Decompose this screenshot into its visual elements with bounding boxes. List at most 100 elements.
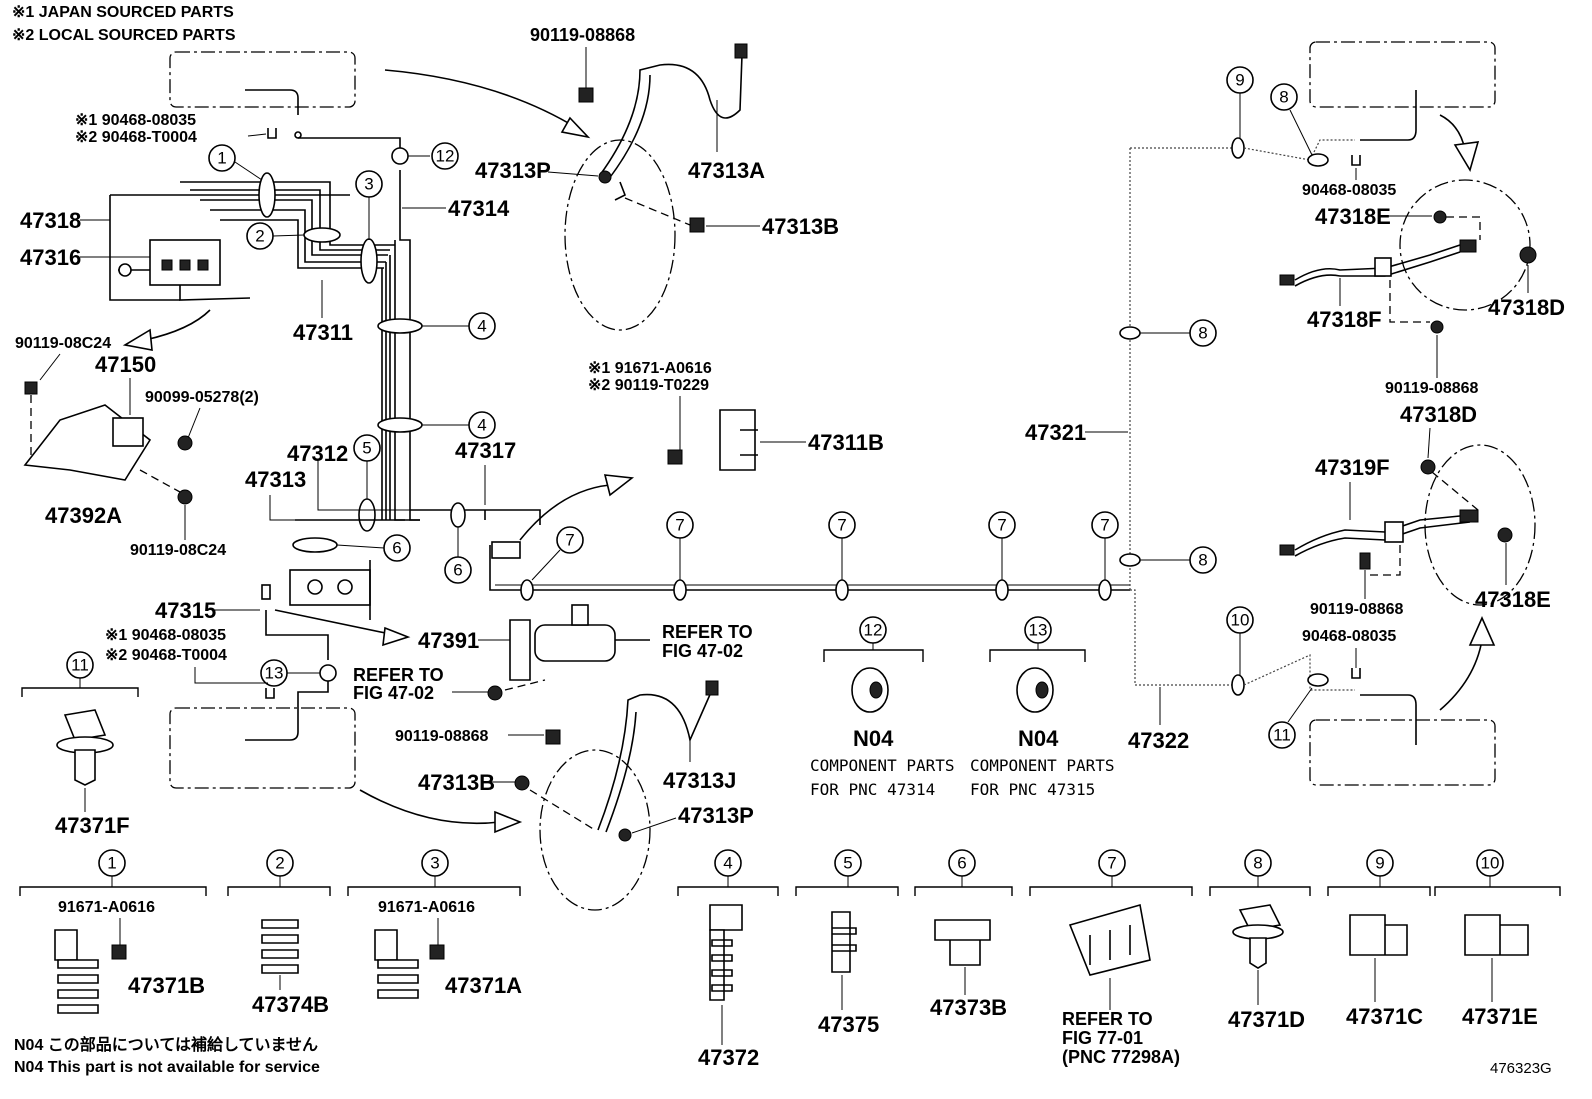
callout-5-legend: 5 (834, 849, 862, 877)
clamp-8c (1307, 153, 1329, 167)
clamp-11 (1307, 673, 1329, 687)
callout-13-n04: 13 (1024, 616, 1052, 644)
label-47371C: 47371C (1346, 1004, 1423, 1029)
label-47371E: 47371E (1462, 1004, 1538, 1029)
refer-47-02-a-line1: REFER TO (662, 622, 753, 642)
svg-text:2: 2 (275, 854, 284, 873)
label-component-b2: FOR PNC 47315 (970, 780, 1095, 799)
svg-text:7: 7 (997, 516, 1006, 535)
label-47318F: 47318F (1307, 307, 1382, 332)
label-47322: 47322 (1128, 728, 1189, 753)
svg-text:10: 10 (1481, 854, 1500, 873)
dash-to-bolt (624, 197, 691, 226)
main-line (489, 545, 1130, 591)
nut-47318E (1433, 210, 1447, 224)
callout-4-legend: 4 (714, 849, 742, 877)
svg-text:6: 6 (957, 854, 966, 873)
label-47374B: 47374B (252, 992, 329, 1017)
clamp-7d (995, 579, 1009, 601)
svg-text:7: 7 (1107, 854, 1116, 873)
frame-47318 (109, 194, 350, 301)
svg-text:7: 7 (1100, 516, 1109, 535)
clip-90468-r2 (1351, 668, 1361, 679)
figure-id: 476323G (1490, 1060, 1552, 1077)
clip-47315 (261, 584, 271, 600)
note-n04-jp: N04 この部品については補給していません (14, 1035, 318, 1054)
detail-circle-bottom (539, 749, 651, 911)
nut-47313P-bot (618, 828, 632, 842)
callout-7e: 7 (1091, 511, 1119, 539)
label-47372: 47372 (698, 1045, 759, 1070)
bolt-90119-08C24-b (177, 489, 193, 505)
callout-7c: 7 (828, 511, 856, 539)
arrow-to-hose-bottom (494, 810, 523, 834)
callout-6b: 6 (444, 556, 472, 584)
clamp-4a (377, 318, 423, 334)
refer-77-01-line3: (PNC 77298A) (1062, 1047, 1180, 1067)
clip-90468 (267, 128, 277, 139)
callout-6a: 6 (383, 534, 411, 562)
label-47375: 47375 (818, 1012, 879, 1037)
refer-77-01-line2: FIG 77-01 (1062, 1028, 1143, 1048)
clip-90468-r1 (1351, 155, 1361, 166)
label-90468-08035-r1: 90468-08035 (1302, 182, 1396, 199)
svg-text:12: 12 (864, 621, 883, 640)
arrow-to-hose-top (384, 69, 581, 131)
svg-text:11: 11 (1273, 726, 1291, 745)
label-47318D-top: 47318D (1488, 295, 1565, 320)
callout-10-legend: 10 (1476, 849, 1504, 877)
svg-text:10: 10 (1231, 611, 1250, 630)
refer-47-02-b-line1: REFER TO (353, 665, 444, 685)
clamp-7c (835, 579, 849, 601)
bolt-90119-T0229 (667, 449, 683, 465)
arrow-to-47391 (382, 626, 411, 647)
label-90468-T0004-a: ※2 90468-T0004 (75, 129, 197, 146)
label-47371A: 47371A (445, 973, 522, 998)
master-cylinder-block (289, 569, 371, 606)
bracket-47311B-small (491, 541, 521, 559)
label-90468-08035-a: ※1 90468-08035 (75, 112, 196, 129)
label-47391: 47391 (418, 628, 479, 653)
clamp-47371A (377, 959, 419, 999)
label-47313: 47313 (245, 467, 306, 492)
label-90099-05278: 90099-05278(2) (145, 389, 259, 406)
clamp-8b (1119, 553, 1141, 567)
label-47314: 47314 (448, 196, 510, 221)
clamp-6-grommet (450, 502, 466, 528)
bolt-47313B-top (689, 217, 705, 233)
svg-text:7: 7 (675, 516, 684, 535)
svg-text:9: 9 (1235, 71, 1244, 90)
refer-47-02-a-line2: FIG 47-02 (662, 641, 743, 661)
bracket-tab (614, 181, 627, 201)
svg-text:8: 8 (1198, 551, 1207, 570)
tank-outline-right-bottom (1309, 719, 1496, 786)
label-47373B: 47373B (930, 995, 1007, 1020)
label-47313B-top: 47313B (762, 214, 839, 239)
callout-7b: 7 (666, 511, 694, 539)
refer-77-01-line1: REFER TO (1062, 1009, 1153, 1029)
clamp-47311B (719, 409, 756, 471)
label-47319F: 47319F (1315, 455, 1390, 480)
note-n04-en: N04 This part is not available for servi… (14, 1059, 320, 1076)
label-90119-08868-r2: 90119-08868 (1310, 601, 1404, 618)
label-47313P-top: 47313P (475, 158, 551, 183)
clip-47371E (1464, 914, 1529, 956)
tube-vertical (381, 170, 420, 521)
grommet-point (294, 131, 302, 139)
tank-outline-top (169, 51, 356, 108)
clip-47371D (1238, 904, 1282, 931)
label-90119-08C24-b: 90119-08C24 (130, 542, 226, 559)
label-component-a1: COMPONENT PARTS (810, 756, 955, 775)
svg-text:3: 3 (364, 175, 373, 194)
callout-1-legend: 1 (98, 849, 126, 877)
callout-6-legend: 6 (948, 849, 976, 877)
master-cylinder-47391 (534, 624, 616, 662)
clamp-7b (673, 579, 687, 601)
label-47315: 47315 (155, 598, 216, 623)
tank-outline-bottom (169, 707, 356, 789)
svg-text:4: 4 (477, 416, 486, 435)
label-47318: 47318 (20, 208, 81, 233)
hose-47313J (597, 689, 713, 831)
nut-47391 (487, 685, 503, 701)
clamp-8a (1119, 326, 1141, 340)
